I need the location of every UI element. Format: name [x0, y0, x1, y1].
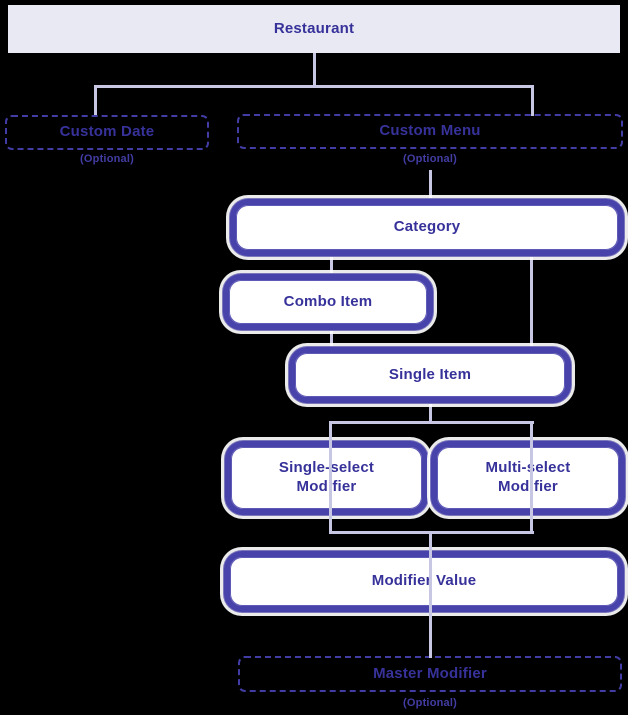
connector-restaurant-down [313, 53, 316, 87]
node-combo-item-label: Combo Item [283, 292, 373, 310]
connector-top-horizontal [95, 85, 534, 88]
connector-through-single-select [329, 421, 332, 534]
node-single-select-modifier: Single-select Modifier [225, 441, 428, 515]
node-custom-date: Custom Date [5, 115, 209, 150]
node-modifier-value-label: Modifier Value [371, 572, 477, 590]
node-multi-select-modifier-label: Multi-select Modifier [485, 459, 571, 495]
node-single-select-modifier-label: Single-select Modifier [278, 459, 375, 495]
connector-to-custom-date [94, 85, 97, 116]
node-single-item: Single Item [289, 347, 571, 403]
connector-to-custom-menu [531, 85, 534, 116]
connector-menu-to-category [429, 170, 432, 202]
node-combo-item: Combo Item [223, 274, 433, 330]
connector-modifier-split [329, 421, 534, 424]
node-multi-select-modifier: Multi-select Modifier [431, 441, 625, 515]
connector-category-to-single [530, 254, 533, 350]
node-category-label: Category [393, 218, 461, 236]
node-master-modifier: Master Modifier [238, 656, 622, 692]
node-restaurant-label: Restaurant [273, 19, 355, 37]
node-master-modifier-optional-note: (Optional) [403, 697, 457, 709]
node-master-modifier-label: Master Modifier [373, 664, 487, 682]
node-custom-menu: Custom Menu [237, 114, 623, 149]
connector-through-multi-select [530, 421, 533, 534]
node-custom-date-optional-note: (Optional) [80, 153, 134, 165]
node-custom-menu-label: Custom Menu [379, 122, 481, 140]
node-category: Category [230, 199, 624, 256]
node-restaurant: Restaurant [8, 5, 620, 53]
node-custom-menu-optional-note: (Optional) [403, 153, 457, 165]
connector-to-master-modifier [429, 531, 432, 658]
connector-single-item-down [429, 401, 432, 424]
node-single-item-label: Single Item [388, 365, 472, 383]
node-custom-date-label: Custom Date [59, 123, 155, 141]
node-modifier-value: Modifier Value [224, 551, 624, 612]
